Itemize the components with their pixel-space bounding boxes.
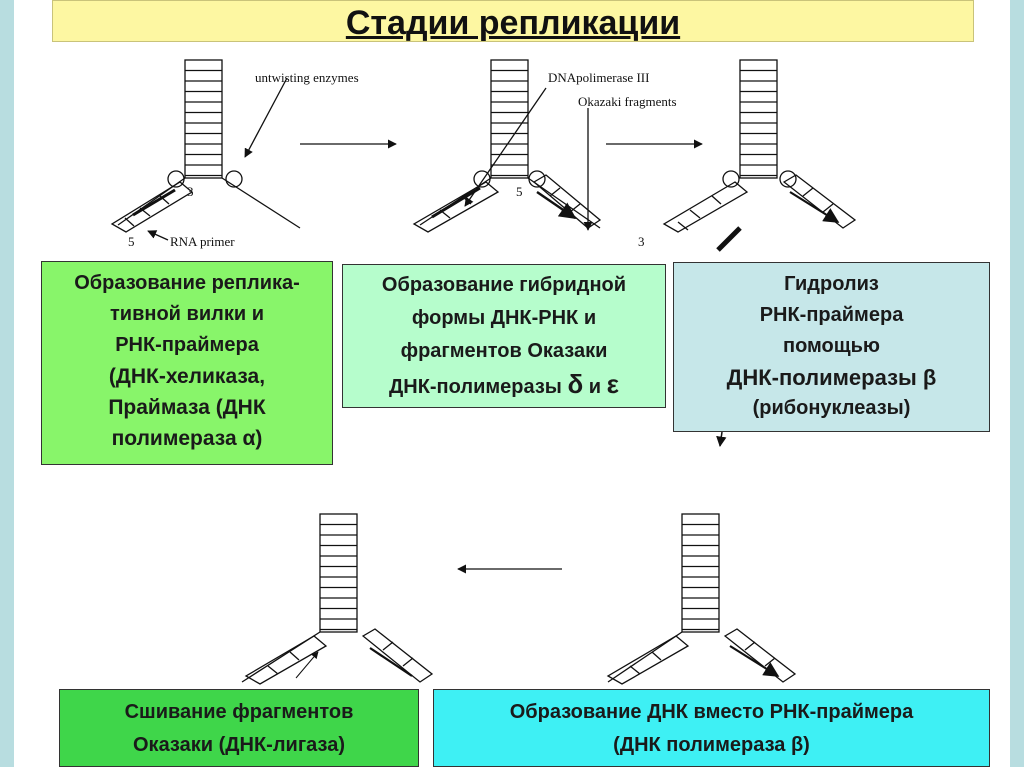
label-rna-primer: RNA primer bbox=[170, 234, 235, 249]
title-bar: Стадии репликации bbox=[52, 0, 974, 42]
label-5-prime-b: 5 bbox=[516, 184, 523, 199]
stage-1-line-1: Образование реплика- bbox=[74, 272, 300, 294]
released-primer-fragment bbox=[716, 226, 742, 252]
fork-5 bbox=[606, 513, 797, 685]
label-5-prime-a: 5 bbox=[128, 234, 135, 249]
stage-1-line-6: полимераза α) bbox=[111, 427, 263, 450]
stage-4-line-2: Оказаки (ДНК-лигаза) bbox=[133, 734, 345, 756]
fork-2 bbox=[412, 59, 602, 233]
stage-1-line-3: РНК-праймера bbox=[115, 334, 259, 356]
stage-5-line-2: (ДНК полимераза β) bbox=[613, 734, 810, 756]
stage-2-line-1: Образование гибридной bbox=[381, 274, 627, 296]
stage-3-line-2: РНК-праймера bbox=[759, 304, 904, 326]
stage-2-line-2: формы ДНК-РНК и bbox=[411, 307, 597, 329]
stage-fork-primer-box: Образование реплика- тивной вилки и РНК-… bbox=[41, 261, 333, 465]
stage-3-line-5: (рибонуклеазы) bbox=[752, 397, 911, 419]
stage-3-line-3: помощью bbox=[782, 335, 881, 357]
fork-1 bbox=[110, 59, 301, 241]
stage-primer-hydrolysis-box: Гидролиз РНК-праймера помощью ДНК-полиме… bbox=[673, 262, 990, 432]
label-3-prime-b: 3 bbox=[638, 234, 645, 249]
stage-dna-replace-primer-box: Образование ДНК вместо РНК-праймера (ДНК… bbox=[433, 689, 990, 767]
stage-1-line-2: тивной вилки и bbox=[110, 303, 264, 325]
stage-3-line-4: ДНК-полимеразы β bbox=[726, 365, 937, 390]
fork-4 bbox=[241, 513, 434, 685]
stage-5-line-1: Образование ДНК вместо РНК-праймера bbox=[509, 701, 914, 723]
stage-hybrid-okazaki-box: Образование гибридной формы ДНК-РНК и фр… bbox=[342, 264, 666, 408]
stage-1-line-5: Праймаза (ДНК bbox=[108, 396, 266, 419]
label-3-prime-a: 3 bbox=[187, 184, 194, 199]
label-dna-polymerase-iii: DNApolimerase III bbox=[548, 70, 649, 85]
stage-ligation-box: Сшивание фрагментов Оказаки (ДНК-лигаза) bbox=[59, 689, 419, 767]
epsilon-symbol: ε bbox=[606, 369, 619, 399]
label-okazaki-fragments: Okazaki fragments bbox=[578, 94, 677, 109]
arrow-down-3 bbox=[716, 431, 727, 448]
stage-2-line-4: ДНК-полимеразы δ и ε bbox=[343, 368, 665, 404]
delta-symbol: δ bbox=[567, 369, 584, 399]
fork-3 bbox=[662, 59, 857, 233]
page-title: Стадии репликации bbox=[345, 4, 681, 42]
stage-2-and-text: и bbox=[583, 376, 607, 398]
stage-2-polymerase-text: ДНК-полимеразы bbox=[389, 376, 568, 398]
stage-3-line-1: Гидролиз bbox=[784, 273, 879, 295]
stage-4-line-1: Сшивание фрагментов bbox=[124, 701, 354, 723]
stage-2-line-3: фрагментов Оказаки bbox=[400, 340, 608, 362]
stage-1-line-4: (ДНК-хеликаза, bbox=[108, 365, 266, 388]
label-untwisting-enzymes: untwisting enzymes bbox=[255, 70, 359, 85]
